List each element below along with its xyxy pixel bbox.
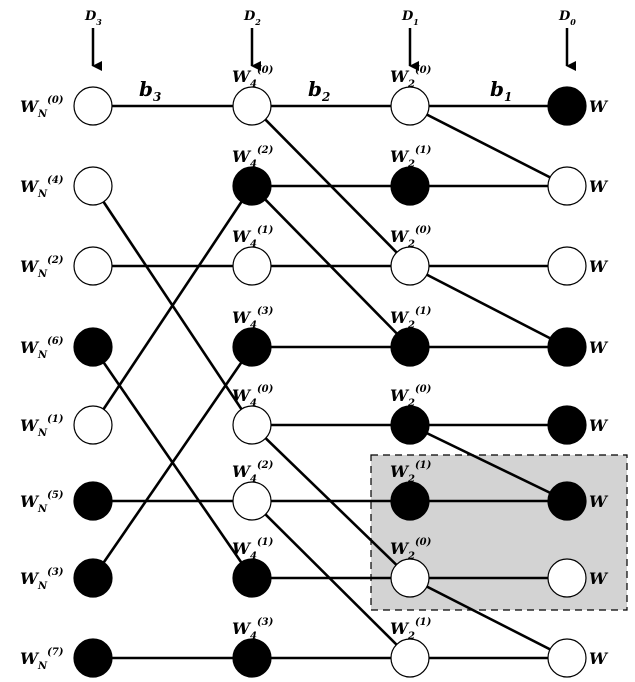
stage-label-1: D2: [243, 9, 261, 27]
edge-1-5-7: [251, 500, 411, 659]
node-2-6: [390, 558, 430, 598]
edge-0-4-1: [91, 185, 254, 426]
node-2-2: [390, 246, 430, 286]
node-label-3-1: W: [589, 177, 609, 196]
node-label-2-7: W2(1): [390, 617, 432, 642]
node-1-6: [232, 558, 272, 598]
node-label-1-0: W4(0): [232, 65, 274, 90]
edge-label-0: b3: [139, 77, 161, 104]
node-2-1: [390, 166, 430, 206]
node-label-0-4: WN(1): [20, 414, 64, 439]
node-3-1: [547, 166, 587, 206]
node-label-0-3: WN(6): [20, 336, 64, 361]
node-2-3: [390, 327, 430, 367]
node-2-0: [390, 86, 430, 126]
node-0-6: [73, 558, 113, 598]
node-3-3: [547, 327, 587, 367]
edge-label-2: b1: [490, 77, 512, 104]
edge-2-0-1: [409, 104, 568, 188]
node-label-2-6: W2(0): [390, 537, 432, 562]
node-3-0: [547, 86, 587, 126]
edge-2-2-3: [409, 264, 568, 349]
node-label-3-3: W: [589, 338, 609, 357]
edge-2-6-7: [409, 576, 568, 660]
node-label-1-2: W4(1): [232, 225, 274, 250]
stage-label-0: D3: [84, 9, 102, 27]
node-2-7: [390, 638, 430, 678]
node-label-0-7: WN(7): [20, 647, 64, 672]
node-0-1: [73, 166, 113, 206]
node-0-3: [73, 327, 113, 367]
node-label-3-7: W: [589, 649, 609, 668]
node-label-0-0: WN(0): [20, 95, 64, 120]
node-0-4: [73, 405, 113, 445]
stage-label-3: D0: [558, 9, 576, 27]
node-label-1-5: W4(2): [232, 460, 274, 485]
node-0-2: [73, 246, 113, 286]
node-3-6: [547, 558, 587, 598]
node-label-3-6: W: [589, 569, 609, 588]
node-1-4: [232, 405, 272, 445]
edge-0-6-3: [91, 346, 254, 579]
node-label-1-7: W4(3): [232, 617, 274, 642]
node-label-2-2: W2(0): [390, 225, 432, 250]
node-1-5: [232, 481, 272, 521]
node-label-2-4: W2(0): [390, 384, 432, 409]
node-3-4: [547, 405, 587, 445]
node-label-3-0: W: [589, 97, 609, 116]
node-label-1-4: W4(0): [232, 384, 274, 409]
node-label-2-1: W2(1): [390, 145, 432, 170]
node-2-4: [390, 405, 430, 445]
node-1-0: [232, 86, 272, 126]
node-1-3: [232, 327, 272, 367]
node-0-7: [73, 638, 113, 678]
node-0-0: [73, 86, 113, 126]
node-label-0-2: WN(2): [20, 255, 64, 280]
stage-label-2: D1: [401, 9, 419, 27]
node-label-3-2: W: [589, 257, 609, 276]
node-label-2-3: W2(1): [390, 306, 432, 331]
node-label-1-1: W4(2): [232, 145, 274, 170]
node-label-1-3: W4(3): [232, 306, 274, 331]
node-1-1: [232, 166, 272, 206]
node-1-7: [232, 638, 272, 678]
node-2-5: [390, 481, 430, 521]
node-label-0-5: WN(5): [20, 490, 64, 515]
node-1-2: [232, 246, 272, 286]
node-label-3-4: W: [589, 416, 609, 435]
node-label-1-6: W4(1): [232, 537, 274, 562]
node-3-7: [547, 638, 587, 678]
node-label-0-1: WN(4): [20, 175, 64, 200]
node-3-5: [547, 481, 587, 521]
node-label-0-6: WN(3): [20, 567, 64, 592]
node-label-2-5: W2(1): [390, 460, 432, 485]
edge-label-1: b2: [308, 77, 330, 104]
node-label-2-0: W2(0): [390, 65, 432, 90]
node-0-5: [73, 481, 113, 521]
node-label-3-5: W: [589, 492, 609, 511]
edge-2-4-5: [409, 423, 568, 503]
node-3-2: [547, 246, 587, 286]
